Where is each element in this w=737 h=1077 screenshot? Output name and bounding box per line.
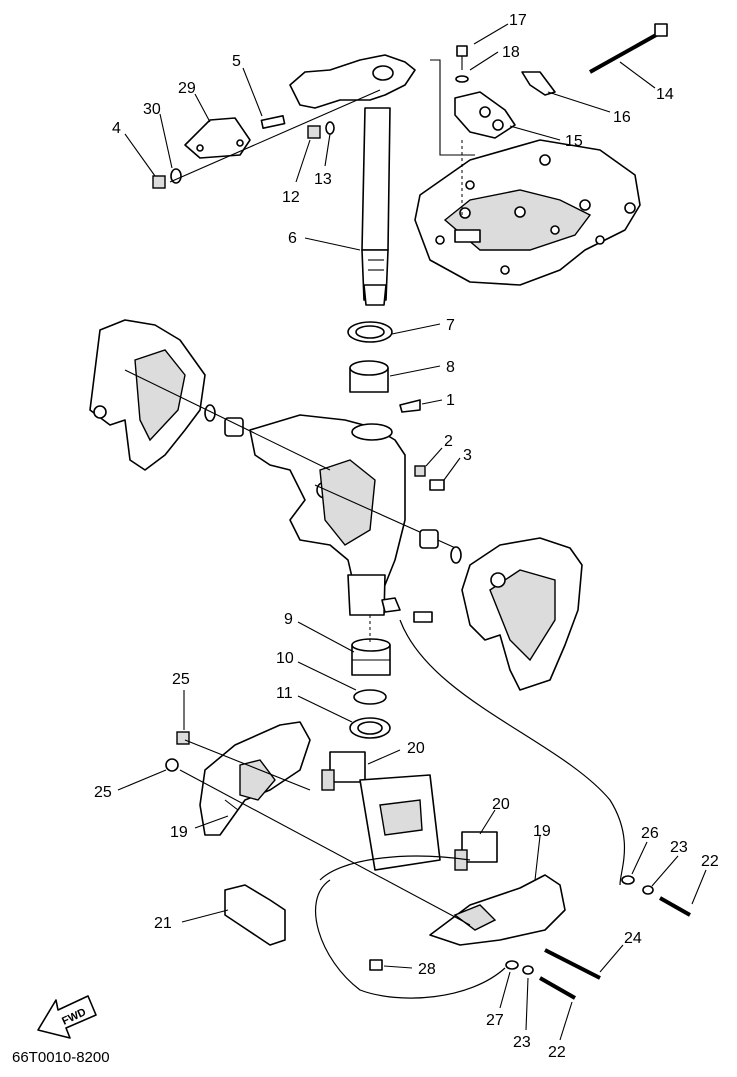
callout-8: 8 [446, 359, 455, 376]
nut-12 [307, 125, 321, 139]
bushing-8 [349, 360, 389, 393]
screw-28 [369, 959, 383, 971]
washer [170, 168, 182, 184]
callout-21: 21 [154, 915, 172, 932]
callout-30: 30 [143, 101, 161, 118]
callout-1: 1 [446, 392, 455, 409]
callout-19a: 19 [170, 824, 188, 841]
washer-13 [325, 121, 335, 135]
fitting [381, 597, 433, 623]
bracket-16 [521, 71, 556, 96]
callout-12: 12 [282, 189, 300, 206]
callout-11: 11 [276, 685, 293, 702]
callout-28: 28 [418, 961, 436, 978]
washer-23a [642, 885, 654, 895]
steering-shaft [289, 54, 416, 306]
lower-mount-left [199, 721, 311, 836]
callout-5: 5 [232, 53, 241, 70]
right-clamp-bracket [461, 537, 583, 691]
callout-23a: 23 [670, 839, 688, 856]
key-1 [399, 399, 421, 413]
long-bolt [589, 23, 668, 74]
callout-13: 13 [314, 171, 332, 188]
callout-29: 29 [178, 80, 196, 97]
washer-25b [165, 758, 179, 772]
bolt-22b [539, 976, 576, 1000]
bushing-9 [351, 638, 391, 676]
bolt-3 [429, 479, 445, 491]
clip-27 [505, 960, 519, 970]
fwd-arrow-icon: FWD [37, 995, 97, 1039]
callout-23b: 23 [513, 1034, 531, 1051]
driveshaft-housing [319, 774, 471, 881]
callout-2: 2 [444, 433, 453, 450]
bolt-17 [456, 45, 468, 70]
callout-3: 3 [463, 447, 472, 464]
washer-23b [522, 965, 534, 975]
clamp [454, 91, 516, 139]
washer-25a [176, 731, 190, 745]
clip-26 [621, 875, 635, 885]
callout-20b: 20 [492, 796, 510, 813]
collar-right [419, 529, 462, 564]
nut [152, 175, 166, 189]
callout-20a: 20 [407, 740, 425, 757]
callout-14: 14 [656, 86, 674, 103]
callout-24: 24 [624, 930, 642, 947]
callout-4: 4 [112, 120, 121, 137]
callout-25b: 25 [94, 784, 112, 801]
callout-6: 6 [288, 230, 297, 247]
callout-7: 7 [446, 317, 455, 334]
diagram-code: 66T0010-8200 [12, 1049, 110, 1066]
o-ring-10 [353, 689, 387, 705]
collar-left [204, 404, 244, 437]
callout-26: 26 [641, 825, 659, 842]
upper-mount-housing [414, 139, 641, 286]
callout-9: 9 [284, 611, 293, 628]
callout-19b: 19 [533, 823, 551, 840]
bolt-22a [659, 896, 691, 917]
bolt-24 [544, 948, 601, 980]
grease-nipple-2 [414, 465, 426, 477]
callout-25a: 25 [172, 671, 190, 688]
callout-15: 15 [565, 133, 583, 150]
callout-16: 16 [613, 109, 631, 126]
stud [260, 115, 286, 129]
ring-11 [349, 717, 391, 739]
swivel-bracket [249, 414, 406, 616]
callout-27: 27 [486, 1012, 504, 1029]
callout-22b: 22 [548, 1044, 566, 1061]
mount-rubber-upper [321, 751, 366, 791]
callout-18: 18 [502, 44, 520, 61]
ring-7 [347, 321, 393, 343]
cover [224, 884, 286, 946]
callout-10: 10 [276, 650, 294, 667]
lower-mount-right [429, 874, 566, 946]
plate [184, 117, 251, 159]
washer-18 [455, 75, 469, 83]
left-clamp-bracket [89, 319, 206, 471]
callout-17: 17 [509, 12, 527, 29]
mount-rubber-lower [454, 831, 498, 871]
callout-22a: 22 [701, 853, 719, 870]
